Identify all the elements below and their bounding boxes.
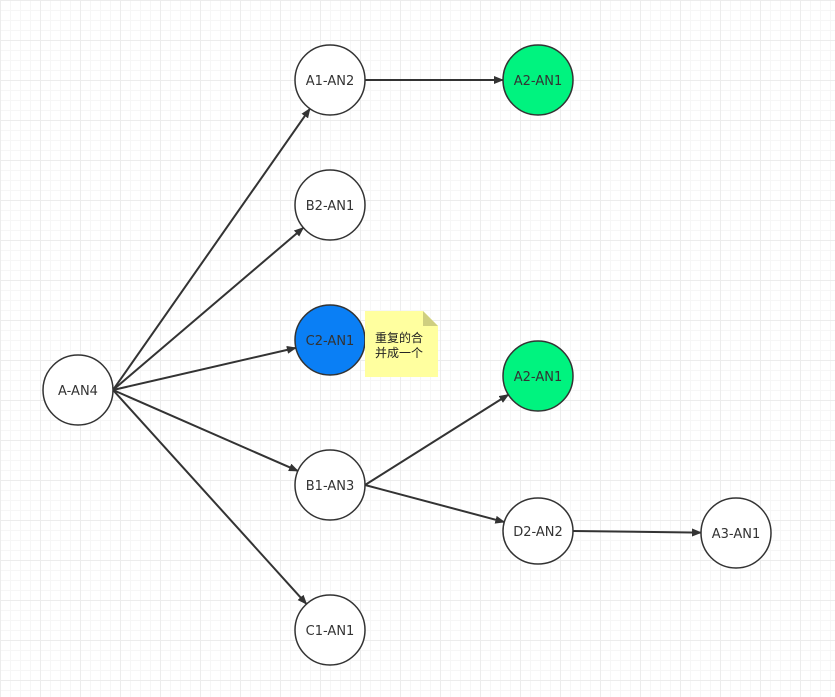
node-label: A2-AN1 — [514, 74, 562, 89]
edge-b1-an3-to-a2-an1-mid[interactable] — [364, 393, 510, 486]
node-circle — [294, 169, 366, 241]
node-label: C2-AN1 — [306, 334, 355, 349]
node-label: B2-AN1 — [306, 199, 354, 214]
node-b1-an3[interactable]: B1-AN3 — [294, 449, 366, 521]
node-circle — [294, 594, 366, 666]
note-fold — [423, 311, 438, 326]
node-circle — [294, 449, 366, 521]
node-label: A2-AN1 — [514, 370, 562, 385]
node-label: C1-AN1 — [306, 624, 355, 639]
node-label: A3-AN1 — [712, 527, 760, 542]
node-a1-an2[interactable]: A1-AN2 — [294, 44, 366, 116]
node-a3-an1[interactable]: A3-AN1 — [700, 497, 772, 569]
node-label: B1-AN3 — [306, 479, 354, 494]
edge-a-an4-to-c1-an1[interactable] — [112, 389, 308, 605]
node-a2-an1-mid[interactable]: A2-AN1 — [502, 340, 574, 412]
edge-a-an4-to-a1-an2[interactable] — [112, 107, 311, 391]
edge-d2-an2-to-a3-an1[interactable] — [572, 528, 703, 537]
note-body — [365, 311, 438, 377]
node-circle — [294, 44, 366, 116]
edges-layer — [112, 76, 703, 605]
node-a-an4[interactable]: A-AN4 — [42, 354, 114, 426]
node-a2-an1-top[interactable]: A2-AN1 — [502, 44, 574, 116]
node-label: A1-AN2 — [306, 74, 354, 89]
node-circle — [700, 497, 772, 569]
note-line-1: 重复的合 — [375, 330, 423, 345]
node-d2-an2[interactable]: D2-AN2 — [502, 497, 574, 565]
note-line-2: 并成一个 — [375, 346, 423, 360]
edge-a-an4-to-c2-an1[interactable] — [112, 345, 297, 391]
node-c1-an1[interactable]: C1-AN1 — [294, 594, 366, 666]
sticky-note[interactable]: 重复的合 并成一个 — [365, 311, 438, 377]
node-label: A-AN4 — [58, 384, 98, 399]
node-circle — [502, 497, 574, 565]
node-circle — [502, 44, 574, 116]
node-b2-an1[interactable]: B2-AN1 — [294, 169, 366, 241]
node-label: D2-AN2 — [513, 525, 563, 540]
edge-b1-an3-to-d2-an2[interactable] — [364, 484, 506, 524]
edge-a-an4-to-b2-an1[interactable] — [112, 226, 305, 391]
edge-a-an4-to-b1-an3[interactable] — [112, 389, 299, 472]
node-c2-an1[interactable]: C2-AN1 — [294, 304, 366, 376]
node-circle — [502, 340, 574, 412]
node-circle — [42, 354, 114, 426]
